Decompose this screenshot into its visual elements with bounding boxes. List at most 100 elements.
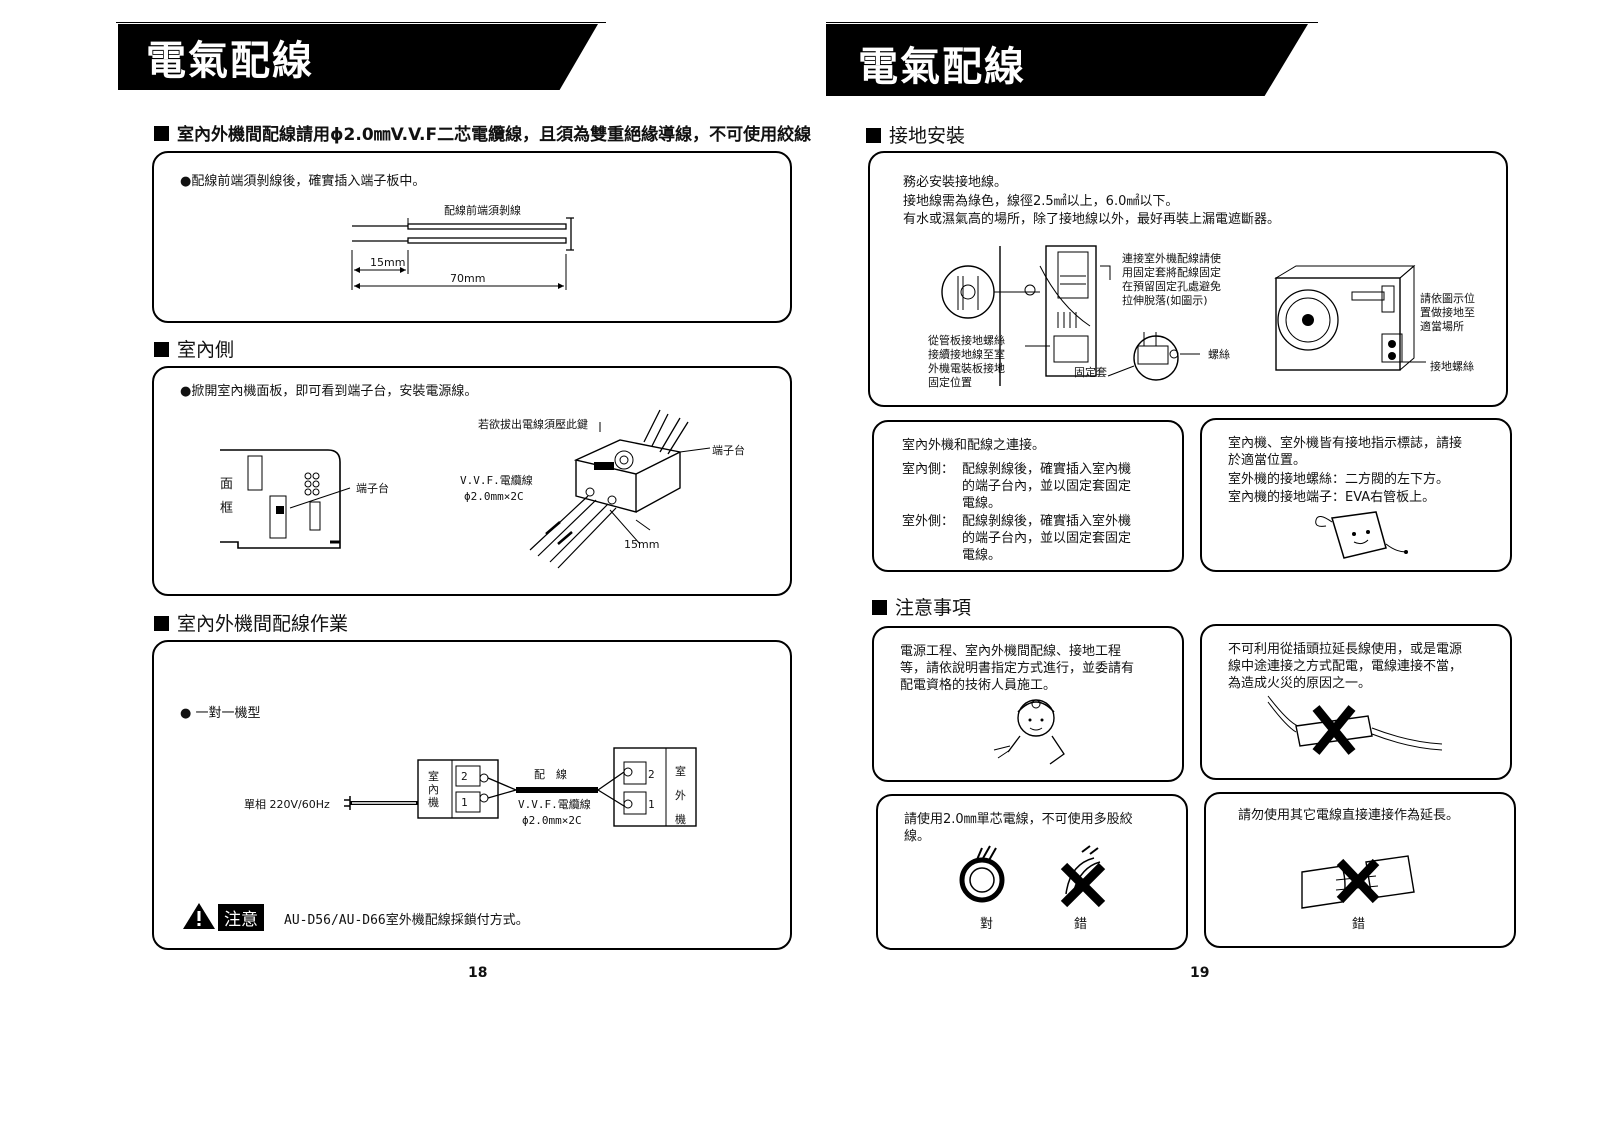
screw-label: 螺絲 xyxy=(1208,348,1230,361)
sleeve-label: 固定套 xyxy=(1074,366,1107,379)
join-ng-label: 錯 xyxy=(1352,917,1366,932)
ground-line-3: 有水或濕氣高的場所，除了接地線以外，最好再裝上漏電遮斷器。 xyxy=(903,212,1281,227)
page-number-right: 19 xyxy=(1190,965,1210,981)
caution1-line-3: 配電資格的技術人員施工。 xyxy=(900,678,1057,693)
grounding-diagram xyxy=(941,245,1200,386)
schematic-spec: ϕ2.0mm×2C xyxy=(522,814,582,827)
indoor-box xyxy=(152,366,792,596)
vvf-spec: ϕ2.0mm×2C xyxy=(464,490,524,503)
ground-line-1: 務必安裝接地線。 xyxy=(903,175,1008,190)
caution-box-single-core xyxy=(876,794,1188,950)
top-rule xyxy=(116,22,606,23)
wire-ok-ng-icon xyxy=(959,845,1106,908)
dim-15: 15mm xyxy=(370,256,406,269)
section-wiring: 室內外機間配線作業 xyxy=(154,609,348,636)
outdoor-term-1: 1 xyxy=(648,798,655,811)
section-ground: 接地安裝 xyxy=(866,121,965,148)
press-label: 若欲拔出電線須壓此鍵 xyxy=(478,418,588,431)
extension-cord-cross-icon xyxy=(1267,695,1443,755)
indoor-bullet: ●掀開室內機面板，即可看到端子台，安裝電源線。 xyxy=(180,384,478,399)
connect-outdoor-3: 電線。 xyxy=(962,548,1002,563)
schematic-vvf: V.V.F.電纜線 xyxy=(518,798,591,811)
one-to-one-bullet: ● 一對一機型 xyxy=(180,706,261,721)
power-label: 單相 220V/60Hz xyxy=(244,798,330,811)
caution3-line-1: 請使用2.0㎜單芯電線，不可使用多股絞 xyxy=(904,812,1133,827)
ok-label: 對 xyxy=(980,917,994,932)
caution2-line-1: 不可利用從插頭拉延長線使用，或是電源 xyxy=(1228,642,1463,657)
ground-box xyxy=(868,151,1508,407)
outdoor-term-2: 2 xyxy=(648,768,655,781)
indoor-term-2: 2 xyxy=(461,770,468,783)
caution-box-qualified xyxy=(872,626,1184,782)
caution1-line-1: 電源工程、室內外機間配線、接地工程 xyxy=(900,644,1122,659)
wiring-schematic xyxy=(344,747,697,827)
pipe-label-3: 外機電裝板接地 xyxy=(928,362,1005,375)
title-banner xyxy=(826,24,1308,96)
fix-label-4: 拉伸脫落(如圖示) xyxy=(1122,294,1208,307)
caution3-line-2: 線。 xyxy=(904,829,931,844)
strip-bullet: ●配線前端須剝線後，確實插入端子板中。 xyxy=(180,174,426,189)
technician-icon xyxy=(993,699,1065,765)
indoor-term-1: 1 xyxy=(461,796,468,809)
pipe-label-4: 固定位置 xyxy=(928,376,972,389)
section-caution: 注意事項 xyxy=(872,593,971,620)
connect-title: 室內外機和配線之連接。 xyxy=(902,438,1046,453)
pipe-label-2: 接續接地線至室 xyxy=(928,348,1005,361)
page-number-left: 18 xyxy=(468,965,488,981)
ground-screw-label: 接地螺絲 xyxy=(1430,360,1474,373)
fix-label-1: 連接室外機配線請使 xyxy=(1122,252,1221,265)
square-bullet-icon xyxy=(154,342,169,357)
connect-indoor-label: 室內側： xyxy=(902,462,955,477)
wire-join-cross-icon xyxy=(1301,855,1415,909)
strip-label: 配線前端須剝線 xyxy=(444,204,521,217)
page-title: 電氣配線 xyxy=(858,44,1026,90)
place-label-1: 請依圖示位 xyxy=(1420,292,1475,305)
top-rule xyxy=(826,22,1318,23)
connect-box xyxy=(872,420,1184,572)
mark-line-3: 室外機的接地螺絲：二方閥的左下方。 xyxy=(1228,472,1450,487)
dim-15-terminal: 15mm xyxy=(624,538,660,551)
square-bullet-icon xyxy=(866,128,881,143)
caution4-line-1: 請勿使用其它電線直接連接作為延長。 xyxy=(1238,808,1460,823)
caution1-line-2: 等，請依說明書指定方式進行，並委請有 xyxy=(900,661,1135,676)
frame-label-2: 框 xyxy=(220,501,234,516)
dim-70: 70mm xyxy=(450,272,486,285)
caution2-line-3: 為造成火災的原因之一。 xyxy=(1228,676,1372,691)
plug-mascot-icon xyxy=(1315,511,1408,559)
connect-indoor-3: 電線。 xyxy=(962,496,1002,511)
terminal-label-right: 端子台 xyxy=(712,444,745,457)
connect-indoor-1: 配線剝線後，確實插入室內機 xyxy=(962,462,1132,477)
frame-label-1: 面 xyxy=(220,477,234,492)
indoor-panel-diagram xyxy=(220,449,351,549)
connect-outdoor-2: 的端子台內，並以固定套固定 xyxy=(962,531,1132,546)
page-title: 電氣配線 xyxy=(146,38,314,84)
place-label-2: 置做接地至 xyxy=(1420,306,1475,319)
terminal-block-diagram xyxy=(529,409,711,569)
mark-line-2: 於適當位置。 xyxy=(1228,453,1307,468)
pipe-label-1: 從管板接地螺絲 xyxy=(928,334,1005,347)
fix-label-3: 在預留固定孔處避免 xyxy=(1122,280,1221,293)
connect-outdoor-1: 配線剝線後，確實插入室外機 xyxy=(962,514,1132,529)
connect-outdoor-label: 室外側： xyxy=(902,514,955,529)
caution-box-no-join xyxy=(1204,792,1516,948)
mark-line-1: 室內機、室外機皆有接地指示標誌，請接 xyxy=(1228,436,1463,451)
caution2-line-2: 線中途連接之方式配電，電線連接不當， xyxy=(1228,659,1463,674)
terminal-label-left: 端子台 xyxy=(356,482,389,495)
outdoor-unit-label: 室外機 xyxy=(675,765,686,826)
wire-label: 配 線 xyxy=(534,768,567,781)
main-heading: 室內外機間配線請用ϕ2.0㎜V.V.F二芯電纜線，且須為雙重絕緣導線，不可使用絞… xyxy=(154,120,811,145)
connect-indoor-2: 的端子台內，並以固定套固定 xyxy=(962,479,1132,494)
ground-line-2: 接地線需為綠色，線徑2.5㎟以上，6.0㎟以下。 xyxy=(903,194,1179,209)
caution-note: AU-D56/AU-D66室外機配線採鎖付方式。 xyxy=(284,913,529,928)
caution-badge: 注意 xyxy=(218,904,264,931)
stripped-wire-diagram xyxy=(351,217,574,290)
square-bullet-icon xyxy=(154,126,169,141)
ng-label: 錯 xyxy=(1074,917,1088,932)
title-banner xyxy=(118,24,598,90)
mark-line-4: 室內機的接地端子：EVA右管板上。 xyxy=(1228,490,1436,505)
strip-wire-box xyxy=(152,151,792,323)
square-bullet-icon xyxy=(154,616,169,631)
fix-label-2: 用固定套將配線固定 xyxy=(1122,266,1221,279)
indoor-unit-label: 室內機 xyxy=(428,770,439,809)
section-indoor: 室內側 xyxy=(154,335,234,362)
